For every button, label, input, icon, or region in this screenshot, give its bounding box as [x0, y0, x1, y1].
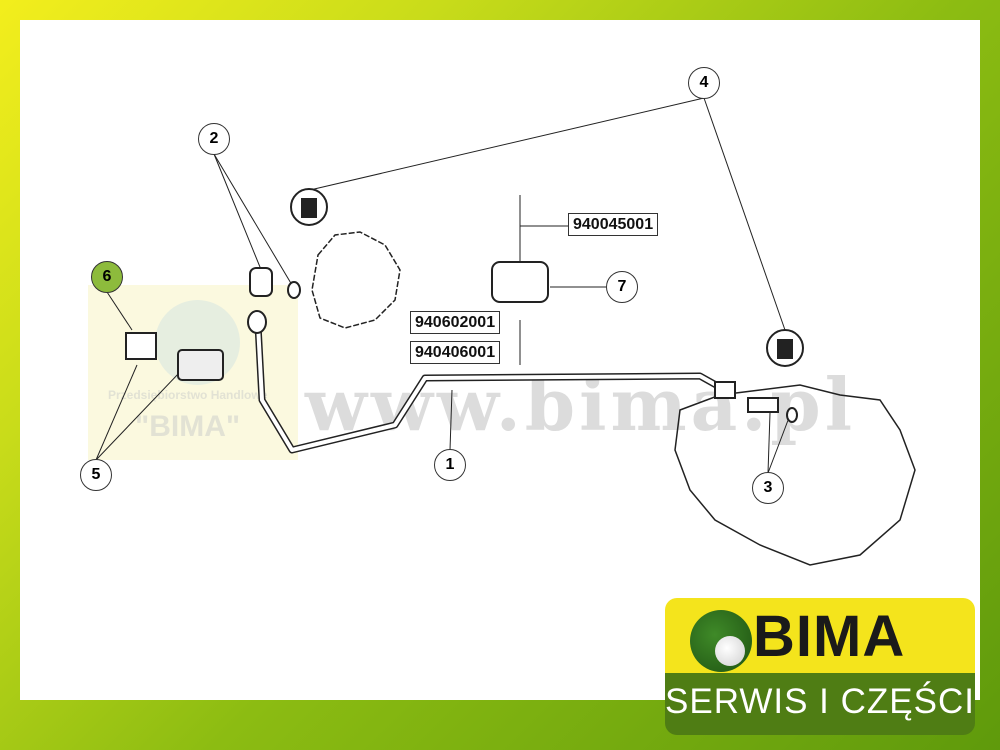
watermark-company-name: "BIMA": [135, 410, 241, 443]
clamp-block: [491, 261, 549, 303]
washer: [287, 281, 301, 299]
part-number-box[interactable]: 940602001: [410, 311, 501, 334]
callout-7[interactable]: 7: [606, 271, 638, 303]
callout-3[interactable]: 3: [752, 472, 784, 504]
callout-5[interactable]: 5: [80, 459, 112, 491]
callout-2[interactable]: 2: [198, 123, 230, 155]
logo-tagline: SERWIS I CZĘŚCI: [665, 682, 975, 721]
bima-logo: BIMA SERWIS I CZĘŚCI: [665, 598, 977, 738]
callout-1[interactable]: 1: [434, 449, 466, 481]
elbow-fitting: [249, 267, 273, 297]
logo-name: BIMA: [753, 604, 906, 669]
nut: [247, 310, 267, 334]
part-number-box[interactable]: 940406001: [410, 341, 501, 364]
callout-4[interactable]: 4: [688, 67, 720, 99]
part-number-box[interactable]: 940045001: [568, 213, 659, 236]
callout-6[interactable]: 6: [91, 261, 123, 293]
valve: [177, 349, 224, 381]
watermark-company-line: Przedsiębiorstwo Handlowe: [108, 388, 268, 402]
bracket: [125, 332, 157, 360]
